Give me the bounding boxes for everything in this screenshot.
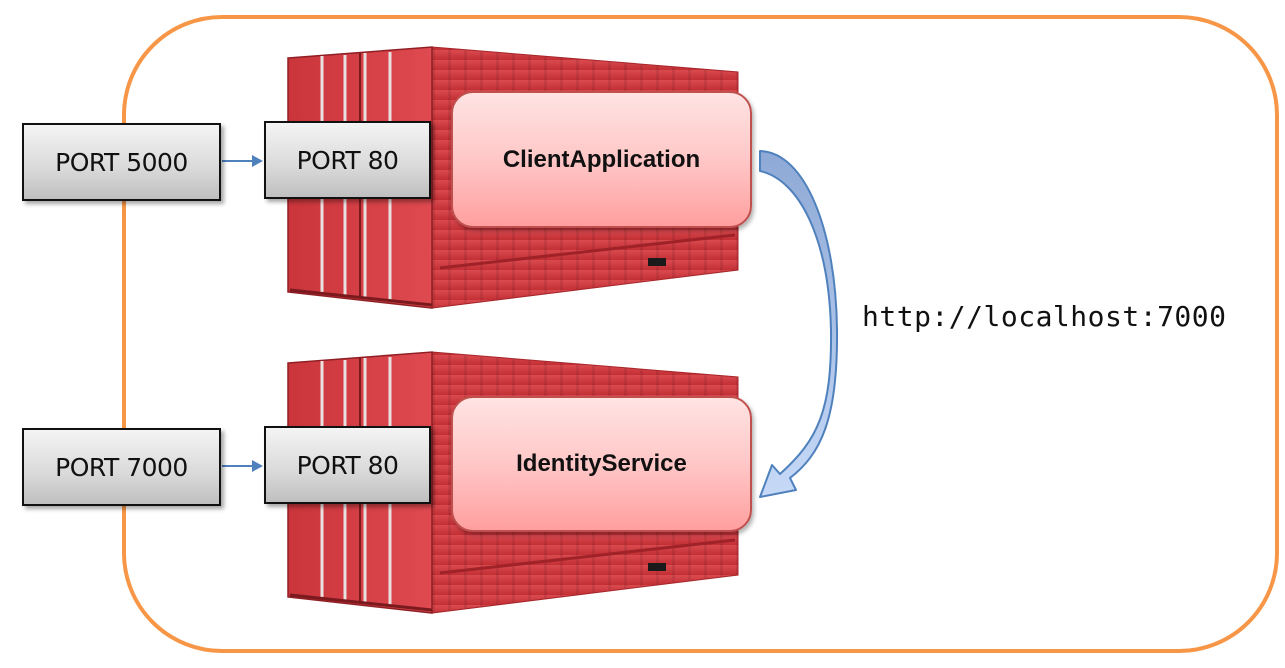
docker-host-boundary [122, 15, 1279, 653]
app-label: ClientApplication [502, 145, 701, 173]
connection-url-label: http://localhost:7000 [862, 300, 1227, 333]
port-arrow-2 [222, 460, 263, 472]
client-application-box: ClientApplication [451, 91, 752, 228]
container-port-box-client: PORT 80 [264, 121, 431, 199]
http-connection-arrow [759, 150, 839, 498]
container-port-label: PORT 80 [296, 450, 399, 480]
host-port-label: PORT 7000 [55, 452, 188, 482]
host-port-box-identity: PORT 7000 [22, 428, 221, 506]
port-arrow-1 [222, 155, 263, 167]
identity-service-box: IdentityService [451, 396, 752, 532]
host-port-box-client: PORT 5000 [22, 123, 221, 201]
container-port-label: PORT 80 [296, 145, 399, 175]
app-label: IdentityService [516, 450, 687, 477]
container-port-box-identity: PORT 80 [264, 426, 431, 504]
host-port-label: PORT 5000 [55, 147, 188, 177]
